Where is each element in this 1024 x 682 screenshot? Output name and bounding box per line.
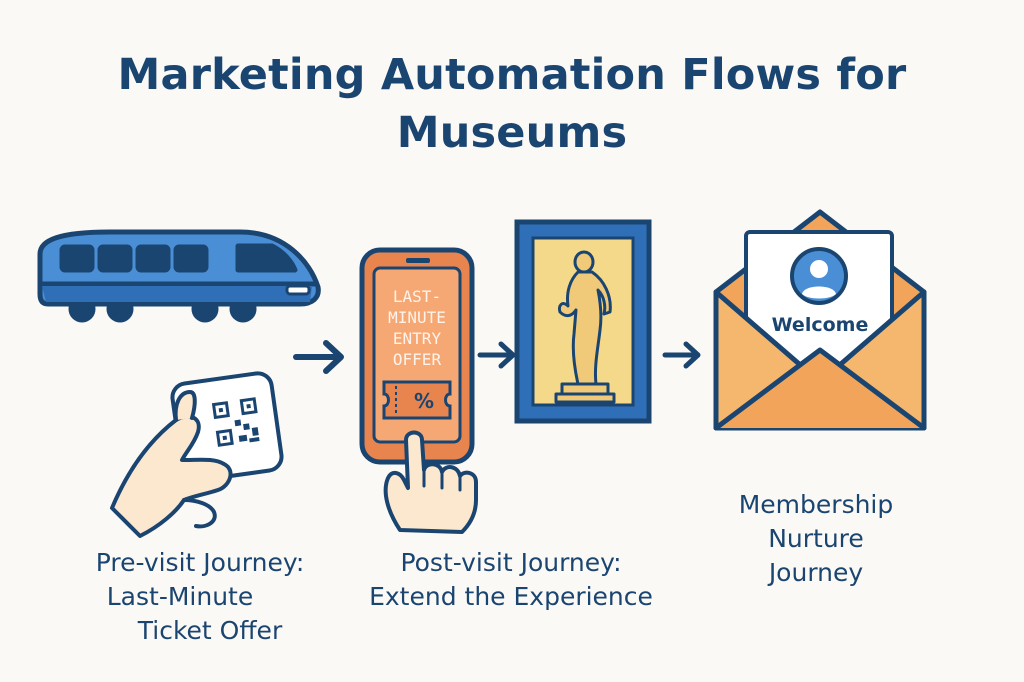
offer-line-2: MINUTE — [388, 308, 446, 327]
caption-post-line-2: Extend the Experience — [369, 582, 653, 611]
caption-mem-line-1: Membership — [738, 490, 894, 519]
offer-line-3: ENTRY — [393, 329, 442, 348]
pointing-finger-icon — [383, 430, 478, 534]
caption-membership: Membership Nurture Journey — [716, 488, 916, 590]
coupon-symbol: % — [414, 389, 434, 413]
caption-post-line-1: Post-visit Journey: — [400, 548, 622, 577]
title-line-2: Museums — [396, 108, 628, 158]
title-line-1: Marketing Automation Flows for — [117, 50, 907, 100]
caption-mem-line-3: Journey — [768, 558, 864, 587]
arrow-right-icon — [293, 340, 344, 374]
caption-pre-line-1: Pre-visit Journey: — [95, 548, 305, 577]
caption-pre-visit: Pre-visit Journey: Last-Minute Ticket Of… — [60, 546, 340, 648]
arrow-right-icon — [662, 341, 701, 369]
envelope-icon — [713, 209, 927, 431]
caption-pre-line-3: Ticket Offer — [137, 616, 283, 645]
caption-pre-line-2: Last-Minute — [106, 582, 254, 611]
arrow-right-icon — [477, 341, 516, 369]
offer-line-1: LAST- — [393, 287, 441, 306]
offer-line-4: OFFER — [393, 350, 442, 369]
page-title: Marketing Automation Flows for Museums — [0, 46, 1024, 162]
avatar-icon — [790, 247, 848, 305]
caption-mem-line-2: Nurture — [768, 524, 864, 553]
statue-frame-icon — [514, 219, 652, 424]
caption-post-visit: Post-visit Journey: Extend the Experienc… — [346, 546, 676, 614]
envelope-letter-text: Welcome — [772, 314, 869, 336]
train-icon — [37, 229, 321, 323]
phone-offer-text: LAST- MINUTE ENTRY OFFER — [388, 287, 446, 369]
coupon-ticket: % — [382, 380, 452, 420]
qr-hand-icon — [110, 371, 284, 538]
